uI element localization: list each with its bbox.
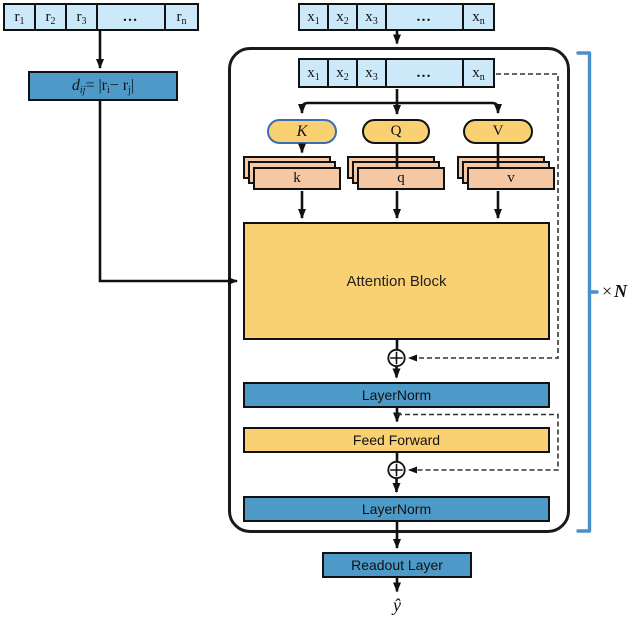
cell-x-ellipsis: … <box>387 5 464 29</box>
cell-r-ellipsis: … <box>98 5 166 29</box>
feed-forward-label: Feed Forward <box>352 432 441 448</box>
attention-block: Attention Block <box>243 222 550 340</box>
cell-x-ellipsis: … <box>387 60 464 86</box>
cell-base: x <box>307 8 315 25</box>
cell-base: r <box>14 8 20 25</box>
cell-sub: n <box>479 71 485 83</box>
formula-sub-ij: ij <box>79 84 86 96</box>
layernorm2-bar: LayerNorm <box>243 496 550 522</box>
cell-base: r <box>45 8 51 25</box>
readout-layer-label: Readout Layer <box>351 557 443 573</box>
query-label: Q <box>390 123 402 139</box>
cell-base: … <box>416 64 433 81</box>
times-symbol: × <box>602 281 613 301</box>
value-label: V <box>492 123 504 139</box>
repeat-bracket <box>576 51 599 533</box>
encoder-block-container <box>228 47 570 533</box>
repeat-n-label: ×N <box>602 281 627 302</box>
feed-forward-bar: Feed Forward <box>243 427 550 453</box>
arrow-formula-to-attention <box>98 101 238 285</box>
v-stack-front-sheet: v <box>467 167 555 190</box>
attention-block-label: Attention Block <box>346 272 447 290</box>
cell-base: r <box>76 8 82 25</box>
cell-sub: 2 <box>343 15 349 27</box>
cell-base: x <box>336 8 344 25</box>
cell-sub: 2 <box>343 71 349 83</box>
cell-base: x <box>307 64 315 81</box>
cell-sub: 3 <box>372 15 378 27</box>
cell-sub: n <box>479 15 485 27</box>
formula-bar: | <box>130 77 135 94</box>
k-stack-label: k <box>293 170 301 186</box>
cell-base: x <box>472 8 480 25</box>
value-projection-oval: V <box>463 119 533 144</box>
cell-sub: 1 <box>314 15 320 27</box>
cell-base: … <box>122 8 140 25</box>
query-projection-oval: Q <box>362 119 430 144</box>
v-stack-label: v <box>507 170 515 186</box>
cell-base: x <box>472 64 480 81</box>
formula-sub-i: i <box>107 84 110 96</box>
key-label: K <box>296 122 308 140</box>
formula-eq: = |r <box>85 77 107 94</box>
key-projection-oval: K <box>267 119 337 144</box>
q-stack-front-sheet: q <box>357 167 445 190</box>
cell-base: r <box>176 8 182 25</box>
cell-base: … <box>416 8 433 25</box>
cell-sub: 1 <box>314 71 320 83</box>
cell-base: x <box>336 64 344 81</box>
k-stack-front-sheet: k <box>253 167 341 190</box>
formula-sub-j: j <box>128 84 131 96</box>
cell-sub: n <box>181 15 187 27</box>
cell-sub: 1 <box>19 15 25 27</box>
cell-base: x <box>365 64 373 81</box>
readout-layer-box: Readout Layer <box>322 552 472 578</box>
layernorm1-bar: LayerNorm <box>243 382 550 408</box>
layernorm1-label: LayerNorm <box>361 387 432 403</box>
q-stack-label: q <box>397 170 405 186</box>
formula-d: d <box>71 77 80 94</box>
cell-sub: 3 <box>81 15 87 27</box>
bracket-body <box>576 51 592 533</box>
output-yhat-label: ŷ <box>393 595 401 615</box>
formula-minus: − r <box>109 77 129 94</box>
layernorm2-label: LayerNorm <box>361 501 432 517</box>
cell-base: x <box>365 8 373 25</box>
cell-sub: 2 <box>50 15 56 27</box>
cell-sub: 3 <box>372 71 378 83</box>
n-symbol: N <box>614 281 628 301</box>
